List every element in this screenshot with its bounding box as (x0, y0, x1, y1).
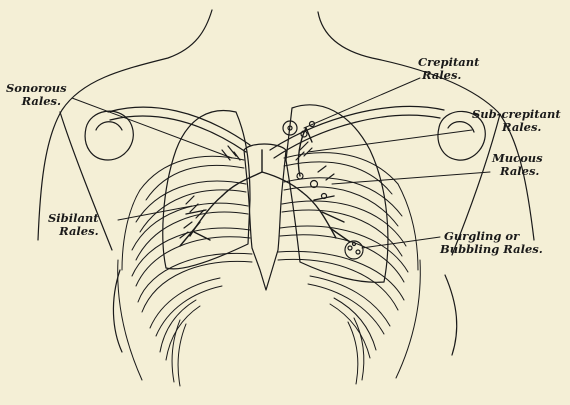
clavicles (108, 106, 444, 158)
leader-sibilant (118, 206, 192, 220)
label-sibilant-rales: Sibilant Rales. (48, 212, 99, 238)
right-lung (163, 111, 250, 269)
label-sub-crepitant-rales: Sub-crepitant Rales. (472, 108, 561, 134)
ribs-right (278, 153, 420, 384)
leader-sub-crepitant (308, 130, 472, 152)
label-mucous-rales: Mucous Rales. (492, 152, 543, 178)
sternum (244, 144, 286, 290)
label-gurgling-rales: Gurgling or Bubbling Rales. (440, 230, 543, 256)
leader-mucous (332, 172, 490, 184)
label-crepitant-rales: Crepitant Rales. (418, 56, 479, 82)
leader-lines (72, 78, 490, 248)
ribs-left (118, 156, 252, 386)
label-sonorous-rales: Sonorous Rales. (6, 82, 67, 108)
